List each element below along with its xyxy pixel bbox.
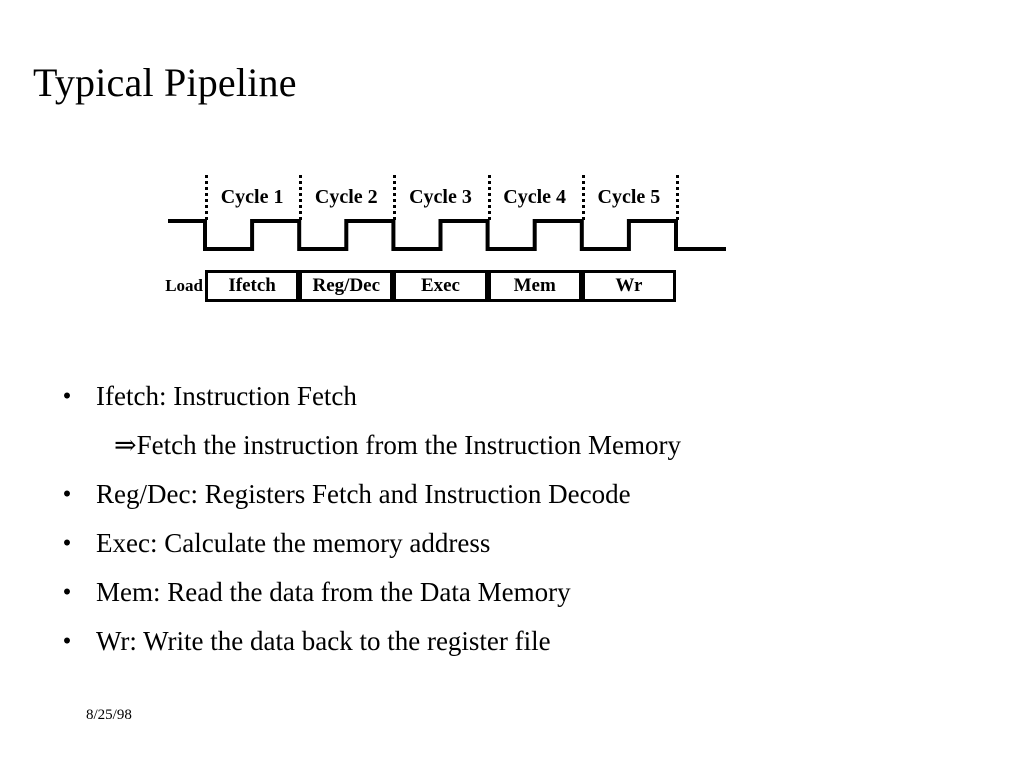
cycle-label-3: Cycle 3 <box>409 186 472 208</box>
list-item: • Mem: Read the data from the Data Memor… <box>52 568 952 617</box>
cycle-label-5: Cycle 5 <box>597 186 661 208</box>
stage-box-wr: Wr <box>581 270 676 302</box>
list-item: • Reg/Dec: Registers Fetch and Instructi… <box>52 470 952 519</box>
cycle-divider-5 <box>676 175 679 220</box>
cycle-label-1: Cycle 1 <box>220 186 284 208</box>
cycle-divider-4 <box>581 175 585 220</box>
clock-waveform <box>168 219 726 251</box>
stage-box-regdec: Reg/Dec <box>299 270 394 302</box>
cycle-divider-1 <box>299 175 303 220</box>
list-item-sub-label: ⇒Fetch the instruction from the Instruct… <box>114 430 682 460</box>
cycle-divider-0 <box>205 175 208 220</box>
cycle-label-4: Cycle 4 <box>503 186 567 208</box>
stage-box-mem: Mem <box>487 270 582 302</box>
slide-date: 8/25/98 <box>86 707 132 723</box>
list-item-label: Exec: Calculate the memory address <box>96 528 491 558</box>
bullet-icon: • <box>62 481 72 508</box>
pipeline-diagram: Cycle 1 Cycle 2 Cycle 3 Cycle 4 Cycle 5 … <box>150 170 750 315</box>
list-item-label: Ifetch: Instruction Fetch <box>96 381 357 411</box>
cycle-divider-2 <box>393 175 397 220</box>
list-item-label: Reg/Dec: Registers Fetch and Instruction… <box>96 479 631 509</box>
page-title: Typical Pipeline <box>33 60 297 105</box>
bullet-list: • Ifetch: Instruction Fetch ⇒Fetch the i… <box>52 372 952 666</box>
bullet-icon: • <box>62 530 72 557</box>
bullet-icon: • <box>62 383 72 410</box>
bullet-icon: • <box>62 579 72 606</box>
stage-box-exec: Exec <box>393 270 488 302</box>
list-item: • Exec: Calculate the memory address <box>52 519 952 568</box>
cycle-label-2: Cycle 2 <box>314 186 378 208</box>
bullet-icon: • <box>62 628 72 655</box>
list-item: • Ifetch: Instruction Fetch <box>52 372 952 421</box>
cycle-divider-3 <box>487 175 491 220</box>
load-label: Load <box>165 276 203 295</box>
stage-box-ifetch: Ifetch <box>205 270 300 302</box>
list-item-label: Wr: Write the data back to the register … <box>96 626 551 656</box>
list-item-label: Mem: Read the data from the Data Memory <box>96 577 571 607</box>
list-item: • Wr: Write the data back to the registe… <box>52 617 952 666</box>
list-item-sub: ⇒Fetch the instruction from the Instruct… <box>52 421 952 470</box>
